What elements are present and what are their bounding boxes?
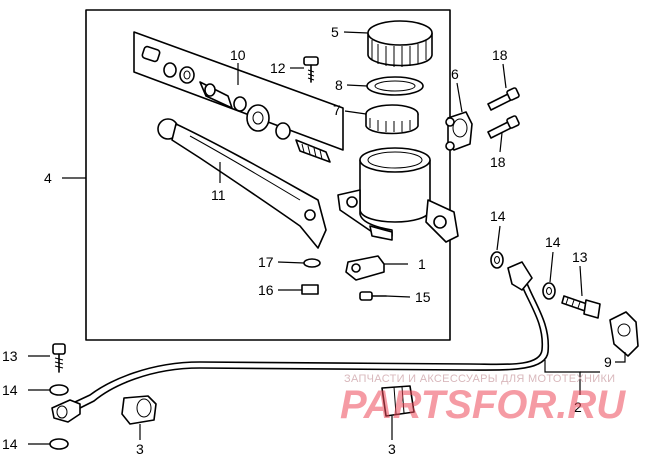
callout-1: 1	[418, 256, 426, 272]
callout-18b: 18	[490, 154, 506, 170]
sealing-washer-right-b	[542, 282, 556, 300]
oil-bolt-right	[561, 295, 601, 319]
brake-hose	[51, 261, 550, 423]
leader-7	[344, 110, 367, 115]
callout-10: 10	[230, 47, 246, 63]
piston-kit-parts	[141, 45, 331, 163]
callout-2: 2	[574, 399, 582, 415]
assembly-frame	[85, 9, 451, 341]
sealing-washer-left-b	[49, 438, 69, 450]
callout-4: 4	[44, 170, 52, 186]
brake-lever	[157, 118, 327, 249]
hose-clamp-left	[121, 395, 157, 425]
callout-18a: 18	[492, 47, 508, 63]
leader-18a	[502, 63, 507, 89]
switch-1	[345, 255, 385, 281]
leader-18b	[499, 132, 503, 153]
leader-13a	[579, 265, 583, 297]
handlebar-holder	[445, 111, 473, 151]
callout-3a: 3	[136, 441, 144, 457]
reservoir-cap	[367, 20, 433, 67]
callout-13b: 13	[2, 348, 18, 364]
callout-17: 17	[258, 254, 274, 270]
leader-6	[456, 82, 463, 113]
leader-17	[277, 261, 305, 264]
master-cylinder-body	[337, 147, 459, 243]
washer-17	[303, 258, 321, 268]
callout-14c: 14	[2, 382, 18, 398]
watermark-logo: PARTSFOR.RU	[340, 383, 626, 427]
callout-6: 6	[451, 66, 459, 82]
piston-kit-panel	[133, 31, 344, 151]
callout-7: 7	[333, 102, 341, 118]
callout-14d: 14	[2, 436, 18, 452]
callout-8: 8	[335, 77, 343, 93]
holder-bolt-upper	[487, 87, 520, 111]
watermark-tagline: ЗАПЧАСТИ И АКСЕССУАРЫ ДЛЯ МОТОТЕХНИКИ	[344, 373, 615, 385]
holder-bolt-lower	[487, 115, 520, 139]
leader-9	[615, 352, 626, 363]
leader-5	[343, 31, 369, 34]
oil-bolt-left	[52, 343, 66, 373]
leader-8	[346, 84, 368, 87]
hose-joint-9	[609, 311, 639, 357]
nut-16	[301, 284, 319, 295]
callout-11: 11	[211, 187, 226, 203]
callout-5: 5	[331, 24, 339, 40]
callout-16: 16	[258, 282, 274, 298]
callout-3b: 3	[388, 441, 396, 457]
leader-2	[544, 360, 581, 395]
diaphragm	[365, 104, 419, 135]
callout-15: 15	[415, 289, 431, 305]
callout-14a: 14	[490, 208, 506, 224]
callout-13a: 13	[572, 249, 588, 265]
callout-14b: 14	[545, 234, 561, 250]
callout-12: 12	[270, 60, 286, 76]
screw-15	[359, 291, 387, 301]
sealing-washer-left-a	[49, 384, 69, 396]
callout-9: 9	[604, 354, 612, 370]
leader-15	[385, 295, 411, 298]
hose-clamp-center	[381, 385, 415, 417]
leader-14a	[496, 225, 501, 251]
pivot-bolt	[303, 56, 319, 83]
sealing-washer-right-a	[490, 251, 504, 269]
leader-14b	[549, 251, 554, 283]
